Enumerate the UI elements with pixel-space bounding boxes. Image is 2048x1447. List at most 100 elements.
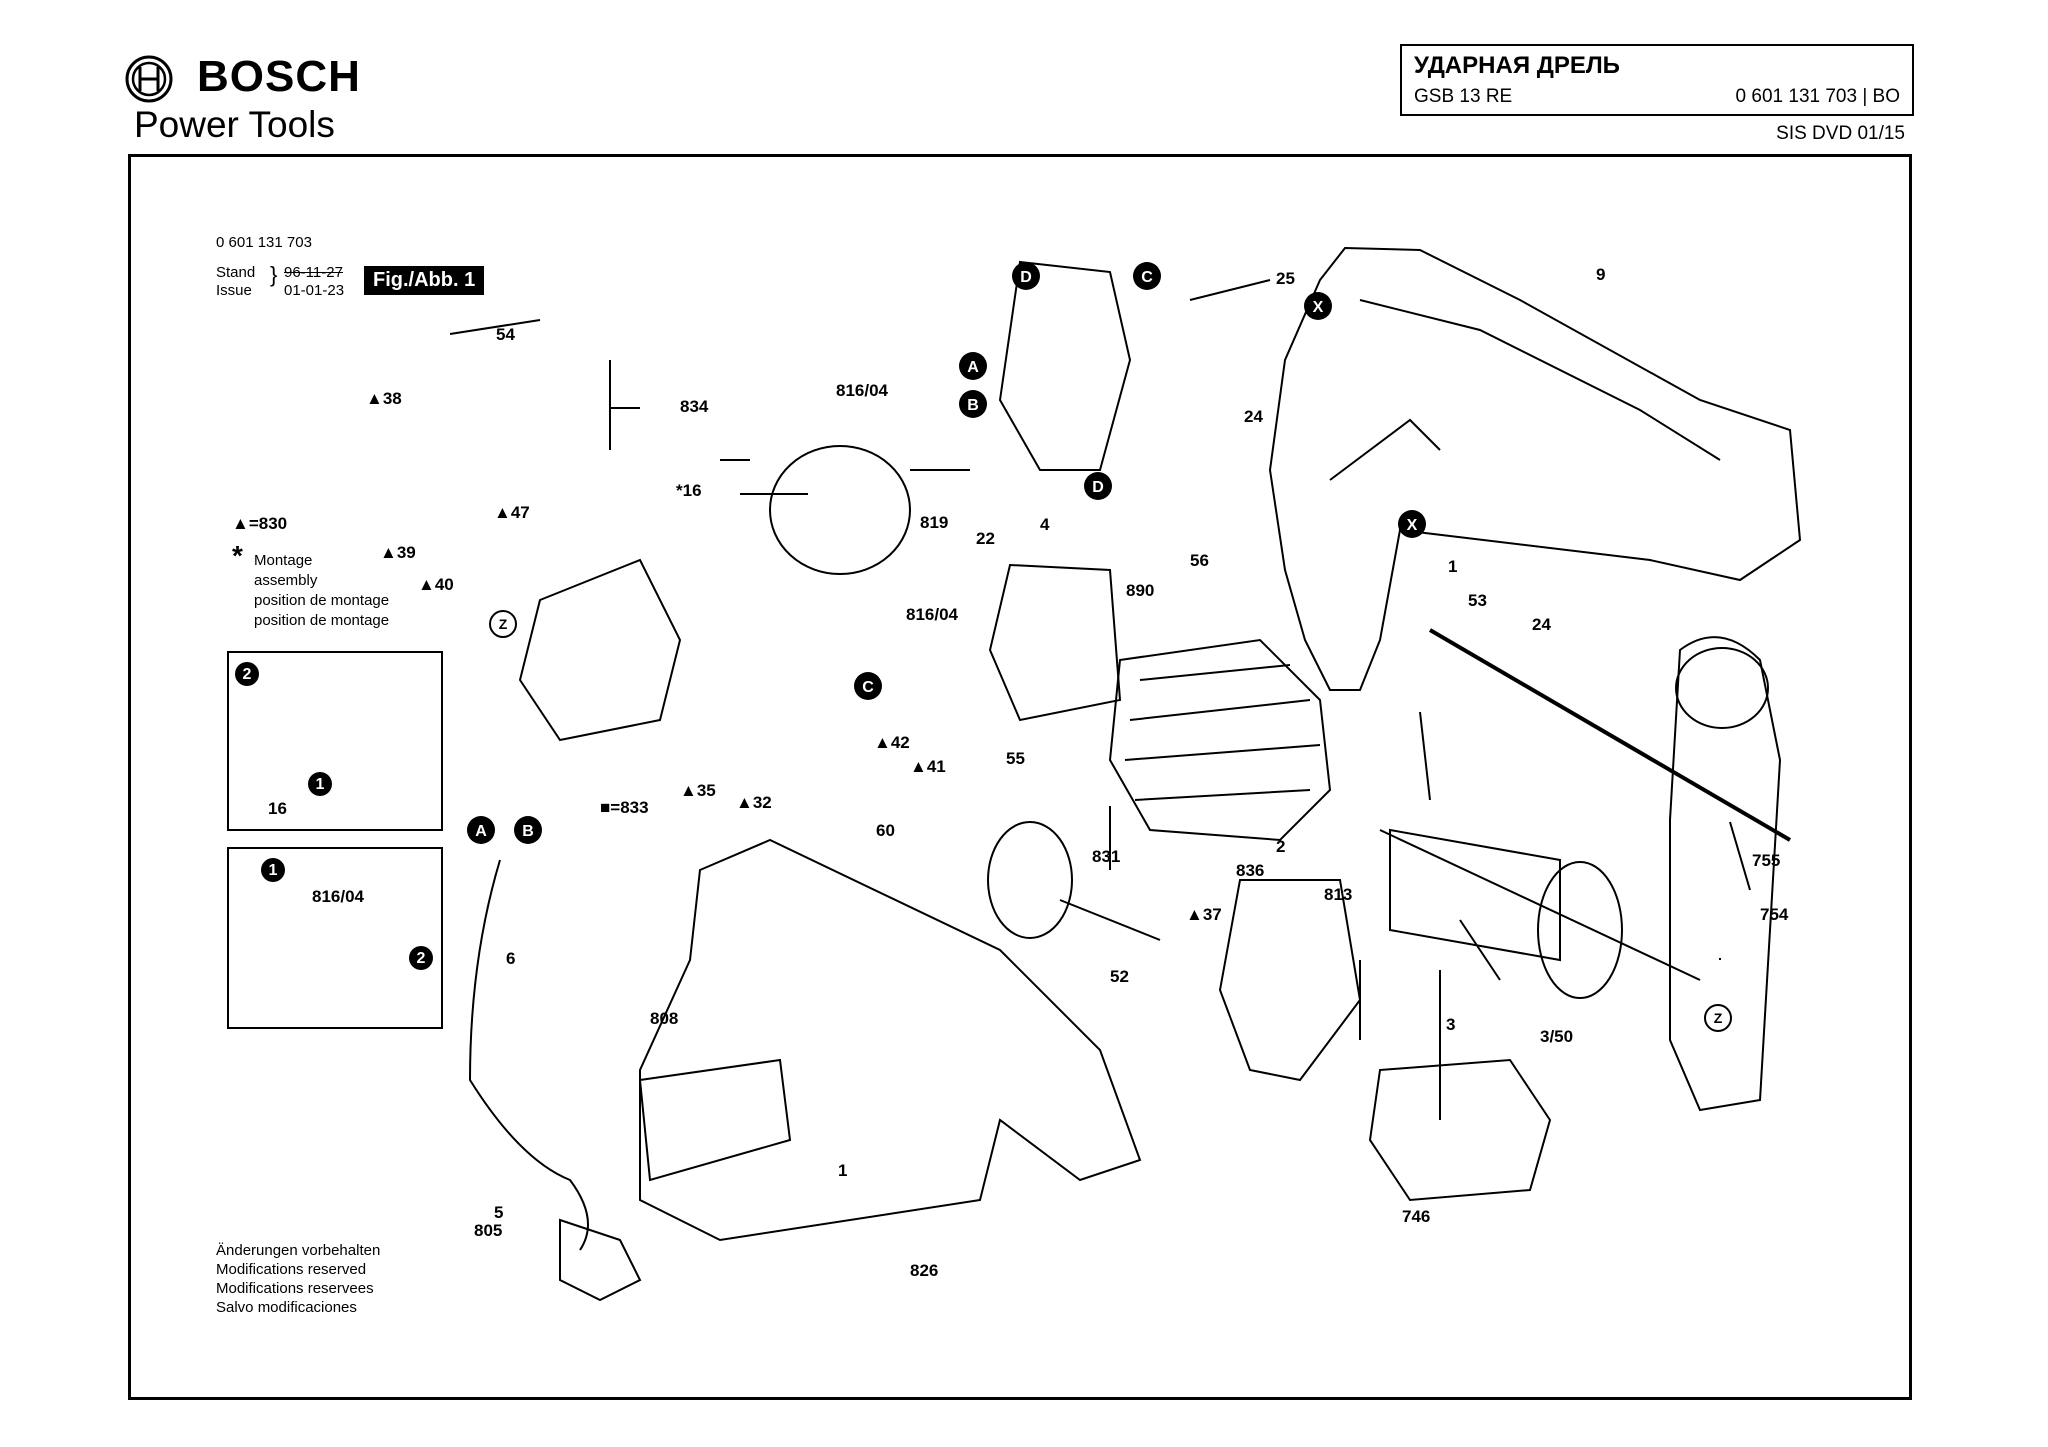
armature-fan (1537, 861, 1623, 999)
footer-line: Modifications reserved (216, 1261, 367, 1278)
part-label: 3 (1446, 1015, 1455, 1034)
callout-d (1012, 262, 1040, 290)
brush-holder-ring (988, 563, 1122, 722)
part-label: 55 (1006, 749, 1025, 768)
armature (1389, 828, 1561, 962)
part-label: 746 (1402, 1207, 1430, 1226)
part-label: 3/50 (1540, 1027, 1573, 1046)
front-housing-shell (639, 838, 1142, 1242)
legend-square: ■=833 (600, 798, 649, 817)
inset-box-brush-holder (227, 651, 443, 831)
callout-a2-label: A (475, 823, 487, 840)
callout-2 (235, 662, 259, 686)
part-label: 1 (1448, 557, 1457, 576)
part-label: 56 (1190, 551, 1209, 570)
callout-c (1133, 262, 1161, 290)
part-label: ▲40 (418, 575, 454, 594)
part-label: 834 (680, 397, 709, 416)
brush-holder-plate (769, 445, 911, 575)
callout-a (959, 352, 987, 380)
part-label: 2 (1276, 837, 1285, 856)
field-coil (1108, 638, 1332, 842)
callout-2b (409, 946, 433, 970)
gear-shaft (1059, 899, 1161, 941)
part-label: 24 (1532, 615, 1551, 634)
callout-c2 (854, 672, 882, 700)
part-label: 6 (506, 949, 515, 968)
issue-date: 01-01-23 (284, 282, 345, 299)
side-handle-ring (1675, 647, 1769, 729)
issue-date-struck: 96-11-27 (284, 264, 343, 281)
callout-c-label: C (1141, 269, 1153, 286)
bosch-logo-icon (125, 55, 173, 103)
part-label: 836 (1236, 861, 1264, 880)
callout-1b (261, 858, 285, 882)
callout-c2-label: C (862, 679, 874, 696)
handle-cover (638, 1058, 792, 1182)
callout-z2 (1704, 1004, 1732, 1032)
callout-a2 (467, 816, 495, 844)
document-title: УДАРНАЯ ДРЕЛЬ (1414, 52, 1620, 79)
bearing-shield (518, 558, 682, 742)
gear-housing (1218, 879, 1362, 1082)
callout-x (1304, 292, 1332, 320)
montage-line: position de montage (254, 612, 390, 629)
callout-circles (235, 262, 1732, 1032)
part-label: 816/04 (836, 381, 889, 400)
asterisk-icon: * (232, 540, 243, 571)
part-label: 52 (1110, 967, 1129, 986)
model-name: GSB 13 RE (1414, 86, 1513, 107)
callout-b2 (514, 816, 542, 844)
housing-half (1268, 246, 1802, 691)
legend-triangle: ▲=830 (232, 514, 288, 533)
part-label: 754 (1760, 905, 1789, 924)
callout-2-label: 2 (243, 666, 252, 683)
switch (998, 260, 1132, 471)
power-cord (468, 859, 589, 1251)
chuck (1368, 1058, 1552, 1202)
housing-ribs (1329, 299, 1721, 481)
callout-z2-label: Z (1714, 1010, 1723, 1026)
part-label: ▲37 (1186, 905, 1222, 924)
montage-line: position de montage (254, 592, 390, 609)
armature-shaft (1379, 829, 1701, 981)
part-label: 60 (876, 821, 895, 840)
callout-b2-label: B (522, 823, 534, 840)
part-label: 755 (1752, 851, 1780, 870)
montage-line: Montage (254, 552, 313, 569)
brace-glyph: } (270, 262, 278, 287)
part-label: ▲41 (910, 757, 946, 776)
part-label: 826 (910, 1261, 938, 1280)
part-label: 831 (1092, 847, 1120, 866)
part-label: 24 (1244, 407, 1263, 426)
callout-b (959, 390, 987, 418)
callout-x-label: X (1313, 299, 1324, 316)
callout-x2-label: X (1407, 517, 1418, 534)
field-laminations (1124, 664, 1321, 801)
callout-a-label: A (967, 359, 979, 376)
figure-label: Fig./Abb. 1 (364, 266, 485, 295)
callout-1-label: 1 (316, 776, 325, 793)
part-label: ▲32 (736, 793, 772, 812)
callout-2b-label: 2 (417, 950, 426, 967)
part-label: ▲47 (494, 503, 530, 522)
brand-name: BOSCH (197, 52, 361, 101)
brand-subtitle: Power Tools (134, 104, 335, 145)
part-code: 0 601 131 703 | BO (1735, 86, 1900, 107)
drawing-number: 0 601 131 703 (216, 234, 312, 251)
part-label: 819 (920, 513, 948, 532)
inset-box-brush-replace (227, 847, 443, 1029)
part-label: ▲42 (874, 733, 910, 752)
part-label: 816/04 (312, 887, 365, 906)
part-label: ▲38 (366, 389, 402, 408)
part-label: 1 (838, 1161, 847, 1180)
stand-label: Stand (216, 264, 256, 281)
callout-b-label: B (967, 397, 979, 414)
callout-x2 (1398, 510, 1426, 538)
callout-d-label: D (1020, 269, 1032, 286)
callout-d2-label: D (1092, 479, 1104, 496)
callout-1 (308, 772, 332, 796)
part-label: 16 (268, 799, 287, 818)
part-label: 808 (650, 1009, 678, 1028)
